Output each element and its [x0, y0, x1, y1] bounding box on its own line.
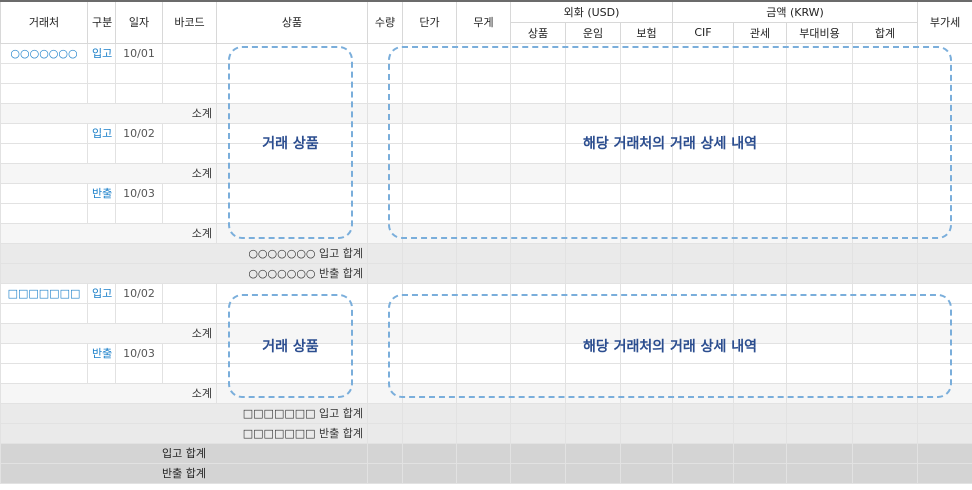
header-fx-insurance[interactable]: 보험	[620, 21, 673, 44]
subtotal-label: 소계	[0, 222, 217, 244]
header-barcode[interactable]: 바코드	[162, 0, 217, 44]
header-krw-duty[interactable]: 관세	[733, 21, 787, 44]
header-vat[interactable]: 부가세	[917, 0, 972, 44]
table-row	[0, 142, 972, 164]
grand-out-total-label: 반출 합계	[0, 462, 368, 484]
partner-out-total-label: □□□□□□□ 반출 합계	[0, 422, 368, 444]
header-product[interactable]: 상품	[216, 0, 368, 44]
header-fx-group: 외화 (USD)	[510, 0, 673, 23]
partner-in-total-row: ○○○○○○○ 입고 합계	[0, 242, 972, 264]
header-unit-price[interactable]: 단가	[402, 0, 457, 44]
table-row	[0, 202, 972, 224]
grand-in-total-label: 입고 합계	[0, 442, 368, 464]
table-row	[0, 62, 972, 84]
subtotal-row: 소계	[0, 382, 972, 404]
header-qty[interactable]: 수량	[367, 0, 403, 44]
partner-out-total-label: ○○○○○○○ 반출 합계	[0, 262, 368, 284]
table-header: 거래처 구분 일자 바코드 상품 수량 단가 무게 외화 (USD) 금액 (K…	[0, 0, 972, 44]
partner-in-total-label: □□□□□□□ 입고 합계	[0, 402, 368, 424]
subtotal-row: 소계	[0, 102, 972, 124]
type-in-link[interactable]: 입고	[87, 282, 116, 304]
header-krw-extra[interactable]: 부대비용	[786, 21, 853, 44]
grand-in-total-row: 입고 합계	[0, 442, 972, 464]
header-weight[interactable]: 무게	[456, 0, 511, 44]
partner-out-total-row: ○○○○○○○ 반출 합계	[0, 262, 972, 284]
subtotal-label: 소계	[0, 322, 217, 344]
date-cell: 10/03	[115, 342, 163, 364]
type-out-link[interactable]: 반출	[87, 342, 116, 364]
type-in-link[interactable]: 입고	[87, 42, 116, 64]
product-callout-2: 거래 상품	[228, 294, 353, 398]
header-fx-freight[interactable]: 운임	[565, 21, 621, 44]
partner-out-total-row: □□□□□□□ 반출 합계	[0, 422, 972, 444]
product-callout-1: 거래 상품	[228, 46, 353, 239]
date-cell: 10/02	[115, 122, 163, 144]
header-type[interactable]: 구분	[87, 0, 116, 44]
type-in-link[interactable]: 입고	[87, 122, 116, 144]
partner-name-link[interactable]: □□□□□□□	[0, 282, 88, 304]
partner-name-link[interactable]: ○○○○○○○	[0, 42, 88, 64]
header-date[interactable]: 일자	[115, 0, 163, 44]
partner-in-total-row: □□□□□□□ 입고 합계	[0, 402, 972, 424]
header-partner[interactable]: 거래처	[0, 0, 88, 44]
date-cell: 10/01	[115, 42, 163, 64]
partner-in-total-label: ○○○○○○○ 입고 합계	[0, 242, 368, 264]
subtotal-row: 소계	[0, 162, 972, 184]
grand-out-total-row: 반출 합계	[0, 462, 972, 484]
date-cell: 10/02	[115, 282, 163, 304]
header-krw-cif[interactable]: CIF	[672, 21, 734, 44]
subtotal-label: 소계	[0, 102, 217, 124]
detail-callout-1: 해당 거래처의 거래 상세 내역	[388, 46, 952, 239]
table-row	[0, 302, 972, 324]
header-krw-group: 금액 (KRW)	[671, 0, 919, 23]
subtotal-label: 소계	[0, 162, 217, 184]
table-row: 반출 10/03	[0, 182, 972, 204]
subtotal-label: 소계	[0, 382, 217, 404]
header-fx-product[interactable]: 상품	[510, 21, 566, 44]
header-krw-total[interactable]: 합계	[851, 21, 919, 44]
detail-callout-2: 해당 거래처의 거래 상세 내역	[388, 294, 952, 398]
type-out-link[interactable]: 반출	[87, 182, 116, 204]
date-cell: 10/03	[115, 182, 163, 204]
